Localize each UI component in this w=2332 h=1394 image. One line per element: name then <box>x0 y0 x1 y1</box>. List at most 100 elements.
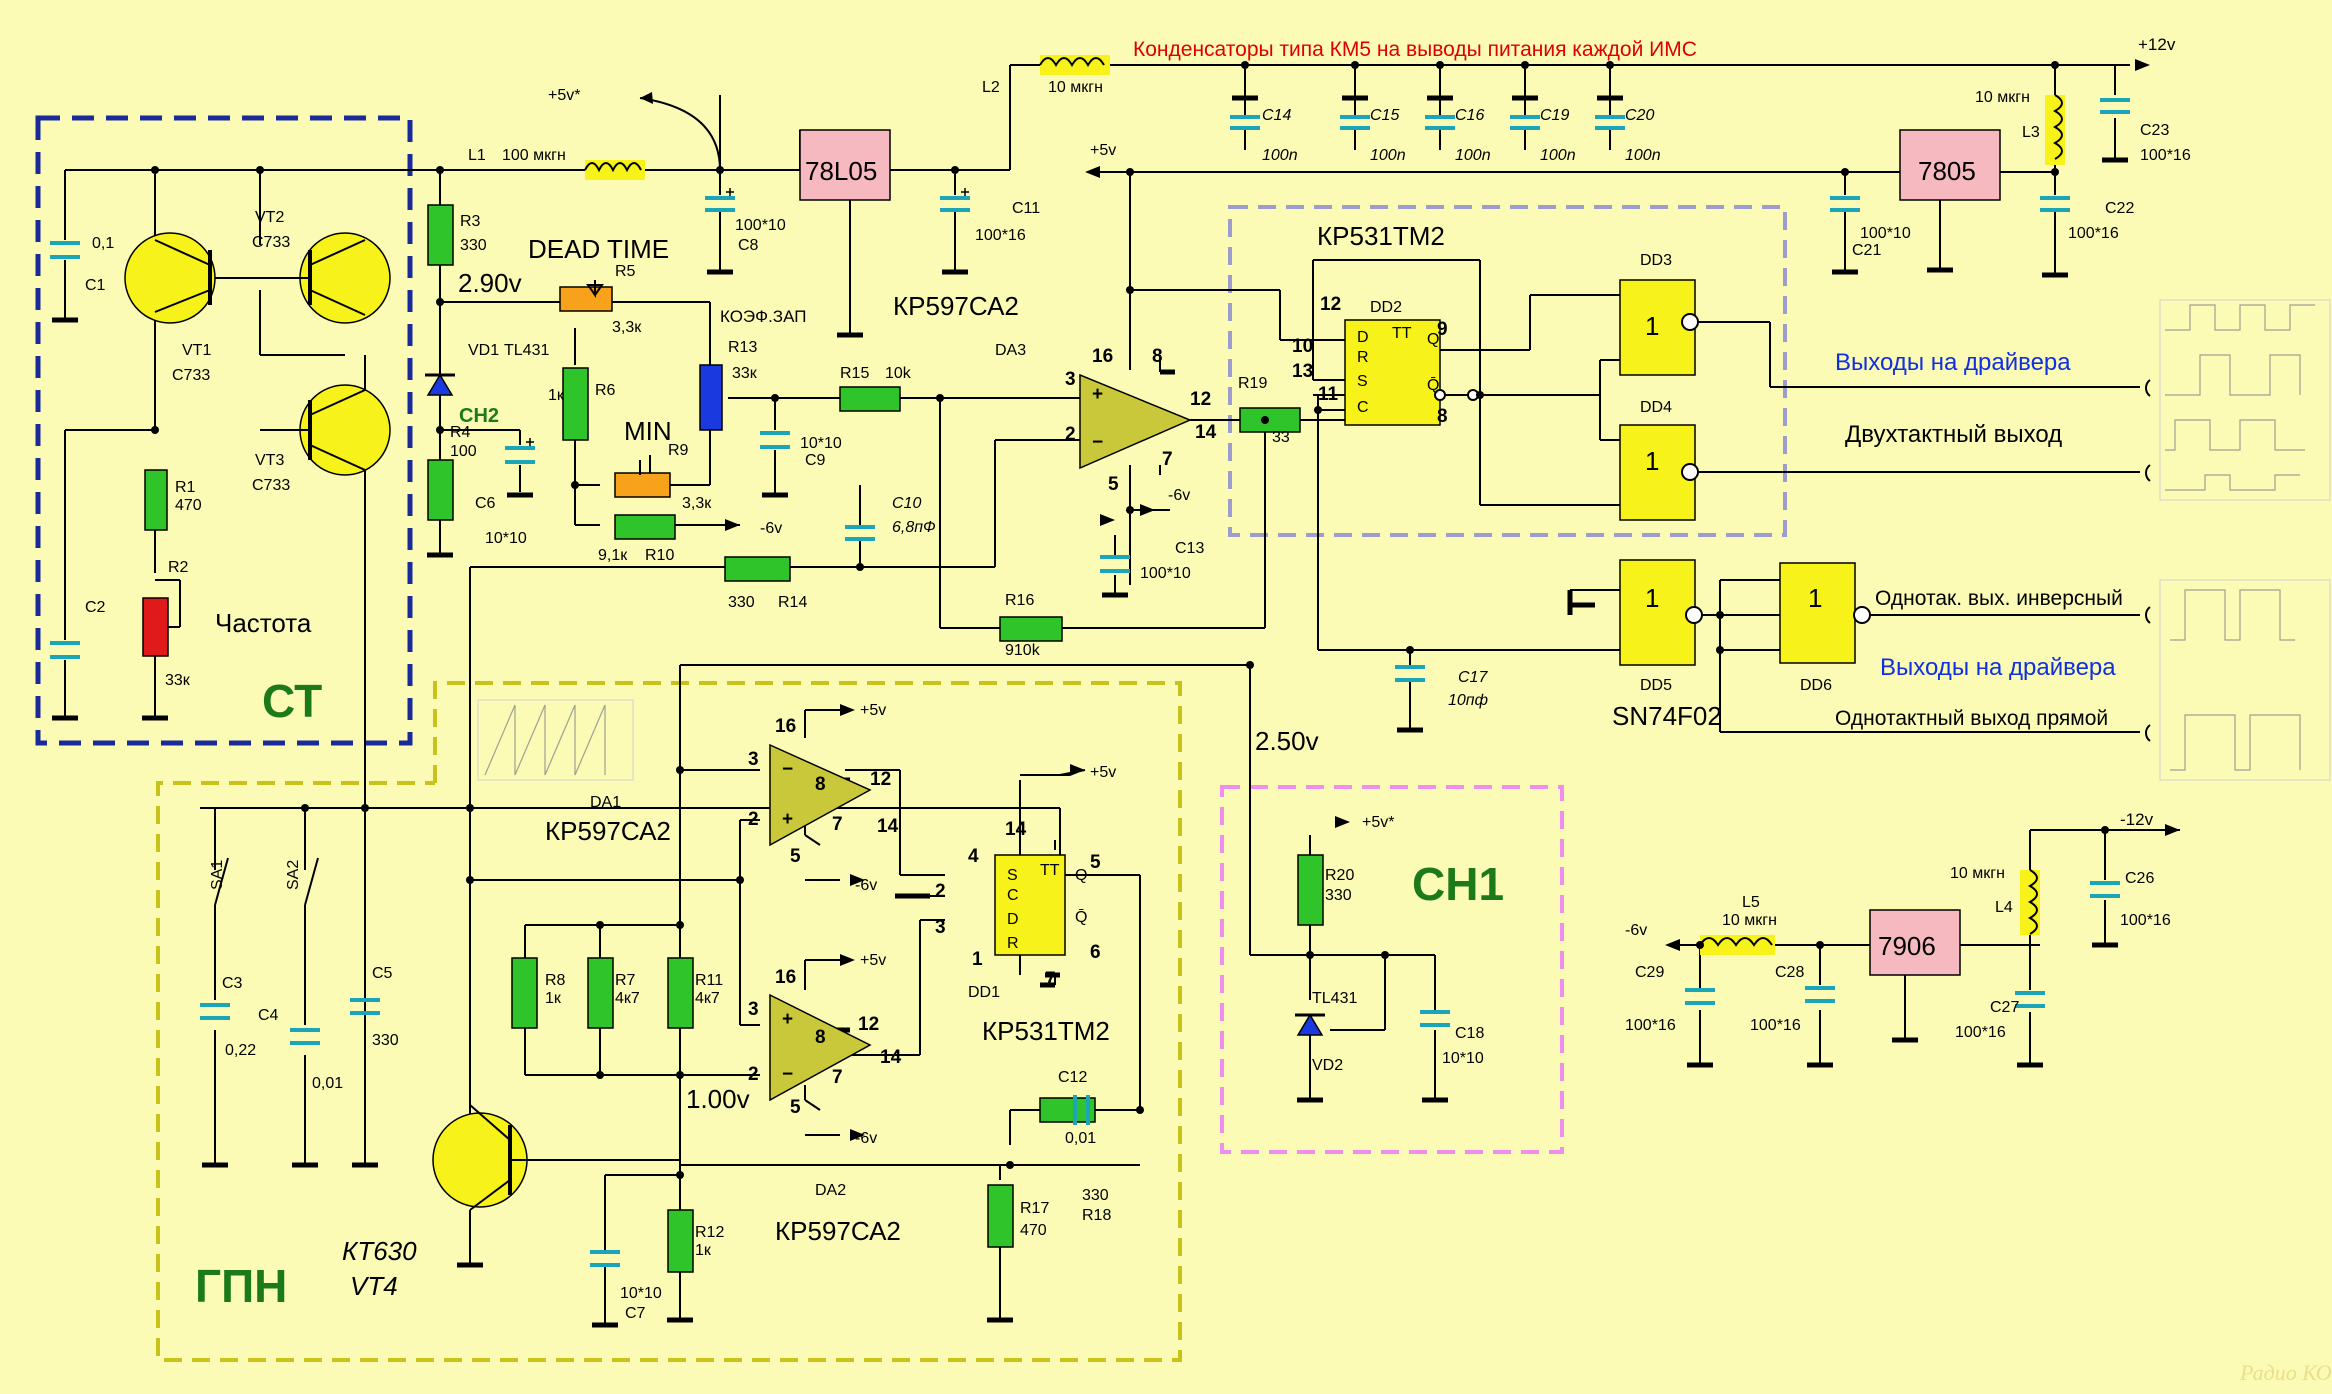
diode-vd2 <box>1296 1013 1324 1036</box>
label-c19: C19 <box>1540 107 1569 124</box>
label-vt4-type: КТ630 <box>342 1236 417 1266</box>
label-c16: C16 <box>1455 107 1484 124</box>
label-r20: R20 <box>1325 867 1354 884</box>
label-dd5: DD5 <box>1640 677 1672 694</box>
label-c29-value: 100*16 <box>1625 1017 1676 1034</box>
label-r19: R19 <box>1238 375 1267 392</box>
label-vt1: VT1 <box>182 342 211 359</box>
label-koef: КОЭФ.ЗАП <box>720 307 806 326</box>
label-r20-value: 330 <box>1325 887 1352 904</box>
label-r19-value: 33 <box>1272 429 1290 446</box>
da1-pin-8: 8 <box>815 774 826 795</box>
da2-pin-7: 7 <box>832 1067 843 1088</box>
p5s-arc <box>639 97 721 171</box>
label-da2: DA2 <box>815 1182 846 1199</box>
label-c3-value: 0,22 <box>225 1042 256 1059</box>
label-min: MIN <box>624 416 672 446</box>
label-r1: R1 <box>175 479 196 496</box>
label-c19-value: 100n <box>1540 147 1576 164</box>
label-7906: 7906 <box>1878 931 1936 961</box>
opamp-da1: −+ <box>769 743 872 847</box>
label-r12-value: 1к <box>695 1242 712 1259</box>
da1-pin-14: 14 <box>877 816 899 837</box>
label-dd2: DD2 <box>1370 299 1402 316</box>
label-vd2-type: TL431 <box>1312 990 1357 1007</box>
dd2-pin-9: 9 <box>1437 319 1448 340</box>
transistor-vt1 <box>124 232 216 324</box>
diode-vd1 <box>426 373 454 396</box>
label-r9: R9 <box>668 442 689 459</box>
block-label-st: СТ <box>262 675 322 727</box>
caps-note: Конденсаторы типа КМ5 на выводы питания … <box>1133 38 1697 61</box>
label-vd1-type: TL431 <box>504 342 549 359</box>
label-c10-value: 6,8пФ <box>892 519 936 536</box>
label-da3: DA3 <box>995 342 1026 359</box>
label-r8-value: 1к <box>545 990 562 1007</box>
rail-m6-right: -6v <box>1625 922 1647 939</box>
label-c23: C23 <box>2140 122 2169 139</box>
label-r15-value: 10k <box>885 365 912 382</box>
label-r5: R5 <box>615 263 636 280</box>
label-r2-value: 33к <box>165 672 191 689</box>
label-c20: C20 <box>1625 107 1654 124</box>
label-r15: R15 <box>840 365 869 382</box>
label-dd4: DD4 <box>1640 399 1672 416</box>
label-c4: C4 <box>258 1007 279 1024</box>
label-c18-value: 10*10 <box>1442 1050 1484 1067</box>
dd1-pin-3: 3 <box>935 917 946 938</box>
da1-pin-7: 7 <box>832 814 843 835</box>
label-c15-value: 100n <box>1370 147 1406 164</box>
watermark: Радио КОТ <box>2239 1360 2332 1385</box>
da3-pin-16: 16 <box>1092 346 1113 367</box>
label-da1-type: КР597СА2 <box>545 816 671 846</box>
da1-pin-3: 3 <box>748 749 759 770</box>
label-c9: C9 <box>805 452 826 469</box>
label-r18: R18 <box>1082 1207 1111 1224</box>
label-r17: R17 <box>1020 1200 1049 1217</box>
da2-pin-5: 5 <box>790 1097 801 1118</box>
label-c11-value: 100*16 <box>975 227 1026 244</box>
dd1-pin-c: C <box>1007 887 1019 904</box>
svg-text:+: + <box>782 809 793 830</box>
label-c26: C26 <box>2125 870 2154 887</box>
opamp-da2: +− <box>769 993 872 1102</box>
label-dead-time: DEAD TIME <box>528 234 669 264</box>
label-l5: L5 <box>1742 894 1760 911</box>
dd2-pin-q: Q <box>1427 331 1439 348</box>
label-c7-value: 10*10 <box>620 1285 662 1302</box>
dd2-pin-d: D <box>1357 329 1369 346</box>
label-c27-value: 100*16 <box>1955 1024 2006 1041</box>
label-c1-value: 0,1 <box>92 235 114 252</box>
gpn-block-outline <box>156 681 1182 1362</box>
dd2-pin-13: 13 <box>1292 361 1313 382</box>
ic-dd1 <box>994 854 1066 956</box>
label-r6: R6 <box>595 382 616 399</box>
label-sa1: SA1 <box>209 860 226 890</box>
label-c17: C17 <box>1458 669 1488 686</box>
label-vt3: VT3 <box>255 452 284 469</box>
dd2-pin-8: 8 <box>1437 406 1448 427</box>
rail-m12: -12v <box>2120 810 2154 829</box>
svg-text:+: + <box>1092 384 1103 405</box>
label-l3-value: 10 мкгн <box>1975 89 2030 106</box>
st-block-outline <box>35 115 413 746</box>
label-c22: C22 <box>2105 200 2134 217</box>
label-vt1-type: C733 <box>172 367 210 384</box>
dd3-symbol: 1 <box>1645 311 1659 341</box>
da2-pin-3: 3 <box>748 999 759 1020</box>
svg-text:−: − <box>1092 432 1103 453</box>
dd2-pin-s: S <box>1357 373 1368 390</box>
svg-text:−: − <box>782 1064 793 1085</box>
label-c3: C3 <box>222 975 243 992</box>
label-dd2-type: КР531ТМ2 <box>1317 221 1445 251</box>
label-c12: C12 <box>1058 1069 1087 1086</box>
label-r10-value: 9,1к <box>598 547 628 564</box>
dd1-pin-2: 2 <box>935 881 946 902</box>
label-1-00v: 1.00v <box>686 1084 750 1114</box>
label-vt4: VT4 <box>350 1271 398 1301</box>
rail-p5-dd1: +5v <box>1090 764 1116 781</box>
label-r13: R13 <box>728 339 757 356</box>
label-c11: C11 <box>1012 200 1040 217</box>
dd4-symbol: 1 <box>1645 446 1659 476</box>
label-r17-value: 470 <box>1020 1222 1047 1239</box>
